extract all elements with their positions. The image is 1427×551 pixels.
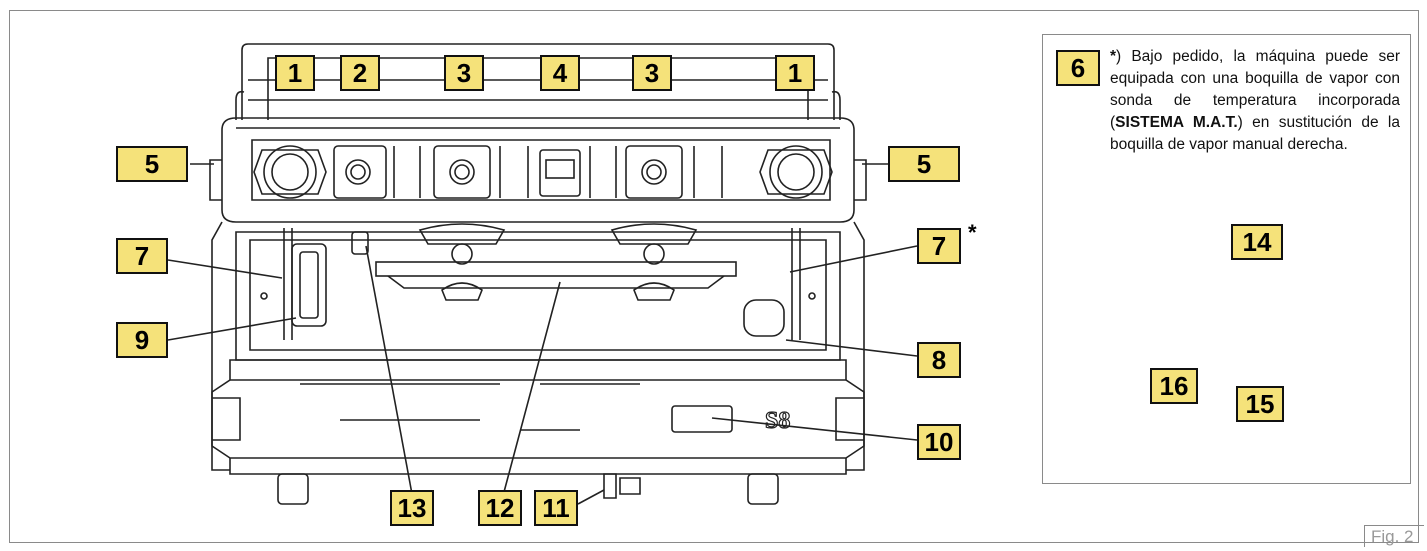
callout-3-right: 3 — [632, 55, 672, 91]
figure-label: Fig. 2 — [1364, 525, 1424, 547]
figure-frame — [9, 10, 1419, 543]
callout-12: 12 — [478, 490, 522, 526]
callout-8: 8 — [917, 342, 961, 378]
callout-5-left: 5 — [116, 146, 188, 182]
callout-15: 15 — [1236, 386, 1284, 422]
callout-6: 6 — [1056, 50, 1100, 86]
callout-1-right: 1 — [775, 55, 815, 91]
callout-7-left: 7 — [116, 238, 168, 274]
callout-14: 14 — [1231, 224, 1283, 260]
callout-11: 11 — [534, 490, 578, 526]
callout-1-left: 1 — [275, 55, 315, 91]
inset-detail-panel — [1042, 34, 1411, 484]
callout-2: 2 — [340, 55, 380, 91]
callout-10: 10 — [917, 424, 961, 460]
note-asterisk: * — [1110, 48, 1117, 65]
callout-13: 13 — [390, 490, 434, 526]
callout-5-right: 5 — [888, 146, 960, 182]
note-bold: SISTEMA M.A.T. — [1115, 114, 1238, 131]
callout-16: 16 — [1150, 368, 1198, 404]
note-part1: ) Bajo pedido, la máquina puede ser equi… — [1110, 48, 1400, 131]
callout-3-left: 3 — [444, 55, 484, 91]
callout-4: 4 — [540, 55, 580, 91]
note-text: *) Bajo pedido, la máquina puede ser equ… — [1110, 46, 1400, 156]
callout-7-right: 7 — [917, 228, 961, 264]
callout-9: 9 — [116, 322, 168, 358]
asterisk-mark: * — [968, 220, 977, 245]
machine-logo: S8 — [765, 408, 790, 434]
note-part2: ) en sustitución de la boquilla de vapor… — [1110, 114, 1400, 153]
